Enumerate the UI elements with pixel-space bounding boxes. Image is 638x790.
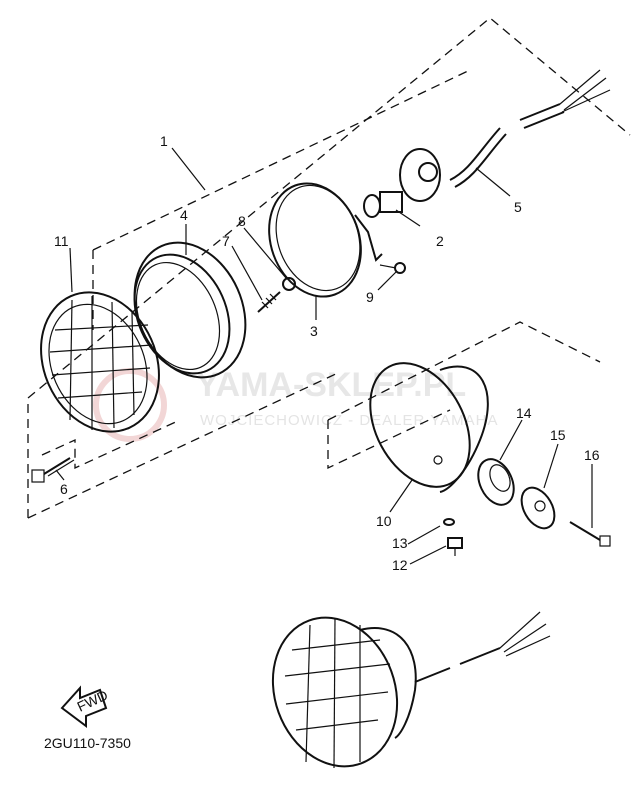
washer-part-13 (443, 518, 455, 526)
callout-5: 5 (514, 199, 522, 215)
callout-1: 1 (160, 133, 168, 149)
callout-4: 4 (180, 207, 188, 223)
callout-7: 7 (222, 233, 230, 249)
bolt-part-6 (31, 457, 75, 483)
grommet-part-14 (477, 458, 515, 506)
callouts: 1 2 3 4 5 6 7 8 9 10 11 12 13 14 15 16 (54, 133, 600, 573)
watermark-title: YAMA-SKLEP.PL (196, 366, 466, 404)
callout-16: 16 (584, 447, 600, 463)
plate-part-15 (520, 486, 556, 530)
lens-unit-part-3 (268, 182, 383, 298)
callout-14: 14 (516, 405, 532, 421)
nut-part-8 (282, 277, 296, 291)
assembly-1-outline (27, 17, 631, 519)
callout-6: 6 (60, 481, 68, 497)
rear-housing-outline (327, 321, 601, 470)
callout-3: 3 (310, 323, 318, 339)
screw-part-7 (257, 291, 281, 313)
socket-harness-part-5 (399, 69, 611, 202)
callout-8: 8 (238, 213, 246, 229)
assembled-headlight (271, 611, 551, 769)
screw-part-9 (379, 262, 406, 274)
watermark-subtitle: WOJCIECHOWICZ - DEALER YAMAHA (200, 412, 498, 429)
guard-grille-part-11 (40, 291, 160, 433)
bolt-6-bracket (41, 419, 181, 470)
callout-12: 12 (392, 557, 408, 573)
bulb-part-2 (363, 191, 403, 218)
rear-housing-part-10 (369, 362, 489, 493)
callout-13: 13 (392, 535, 408, 551)
fwd-arrow: FWD (60, 685, 110, 728)
callout-10: 10 (376, 513, 392, 529)
bolt-part-12 (447, 537, 463, 556)
rim-ring-part-4 (133, 241, 247, 379)
callout-11: 11 (54, 233, 69, 249)
watermark: YAMA-SKLEP.PL WOJCIECHOWICZ - DEALER YAM… (93, 366, 498, 442)
callout-9: 9 (366, 289, 374, 305)
bolt-part-16 (569, 521, 611, 547)
leader-lines (55, 147, 593, 565)
callout-2: 2 (436, 233, 444, 249)
callout-15: 15 (550, 427, 566, 443)
diagram-code: 2GU110-7350 (44, 735, 131, 751)
